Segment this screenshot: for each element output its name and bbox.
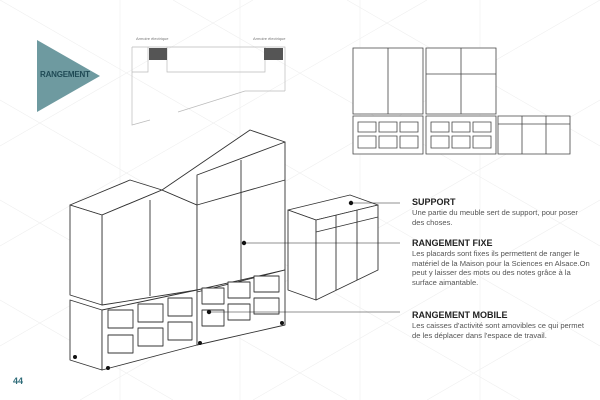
section-rangement-mobile: RANGEMENT MOBILE Les caisses d'activité … (412, 310, 592, 340)
section-mobile-title: RANGEMENT MOBILE (412, 310, 508, 320)
isometric-furniture-drawing (0, 0, 400, 380)
section-fixe-title: RANGEMENT FIXE (412, 238, 493, 248)
plan-label-right: Armoire électrique (253, 36, 286, 41)
section-mobile-text: Les caisses d'activité sont amovibles ce… (412, 321, 584, 340)
section-support: SUPPORT Une partie du meuble sert de sup… (412, 197, 592, 227)
section-support-title: SUPPORT (412, 197, 456, 207)
section-rangement-fixe: RANGEMENT FIXE Les placards sont fixes i… (412, 238, 592, 287)
floor-plan (0, 0, 300, 140)
plan-label-left: Armoire électrique (136, 36, 169, 41)
section-fixe-text: Les placards sont fixes ils permettent d… (412, 249, 590, 287)
section-title: RANGEMENT (40, 70, 90, 79)
section-support-text: Une partie du meuble sert de support, po… (412, 208, 578, 227)
front-elevation-drawing (0, 0, 600, 170)
section-marker-triangle (37, 40, 100, 112)
page-number: 44 (13, 376, 24, 386)
